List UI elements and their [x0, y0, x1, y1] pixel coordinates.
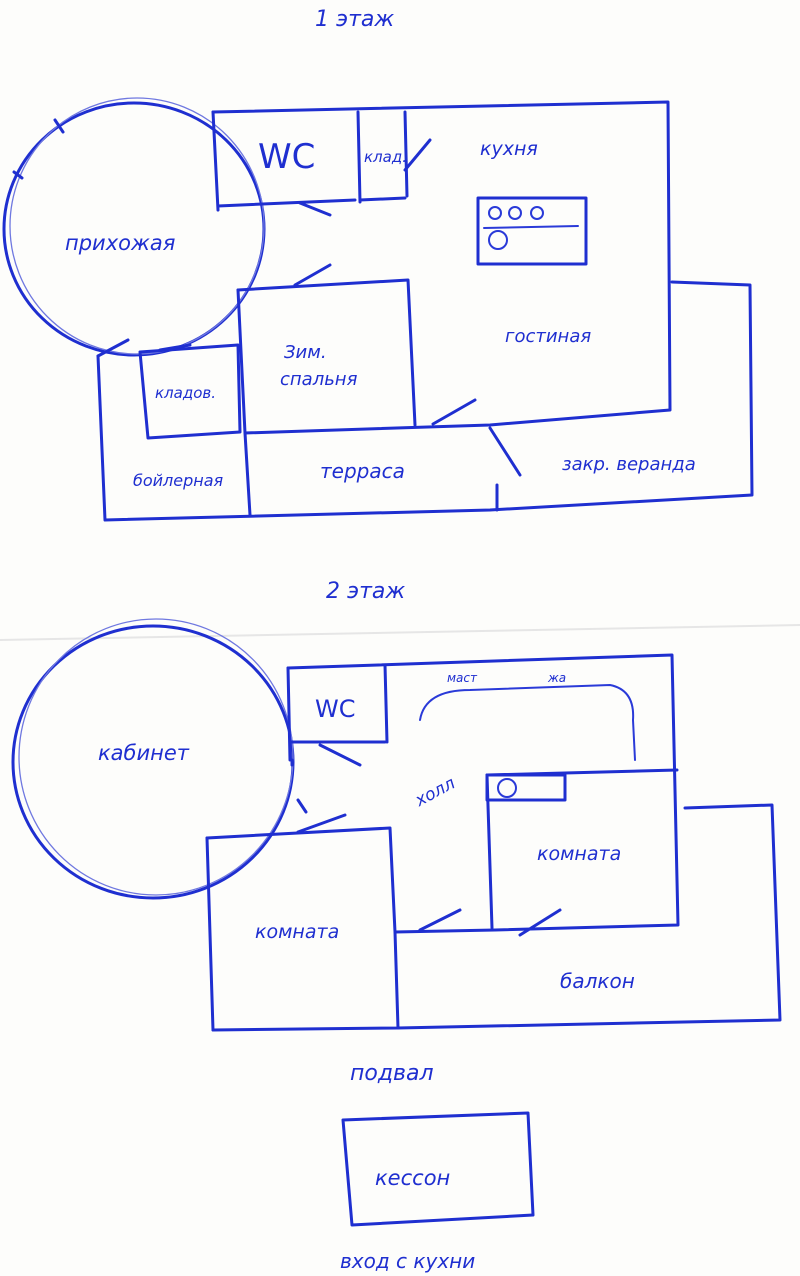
main-block-walls: [211, 100, 672, 435]
left-balcony-door: [418, 908, 462, 932]
caisson-outline: [341, 1111, 535, 1227]
left-room: комната: [205, 813, 462, 1032]
wc-right-wall: [356, 110, 362, 204]
storage-label: кладов.: [155, 384, 216, 402]
pantry-bottom-wall: [358, 196, 407, 202]
winter-bedroom-room: Зим. спальня: [236, 263, 477, 435]
terrace-label: терраса: [320, 459, 405, 483]
right-room-door: [518, 908, 562, 937]
stove-burner-4: [488, 230, 508, 250]
second-floor-plan: 2 этаж кабинет WC маст жа холл: [11, 579, 782, 1032]
paper-fold-line: [0, 624, 800, 641]
left-room-walls: [205, 826, 397, 934]
bedroom-left-wall: [236, 288, 247, 435]
wc-bottom-wall: [216, 198, 357, 208]
wc-left-wall: [211, 110, 220, 212]
storage-walls: [138, 343, 242, 440]
entrance-door-tick-2: [12, 170, 24, 180]
second-wc-label: WC: [315, 695, 356, 723]
left-room-label: комната: [255, 921, 339, 943]
boiler-label: бойлерная: [133, 471, 224, 490]
first-floor-plan: 1 этаж прихожая WC клад. кухня: [2, 7, 754, 522]
stove-burner-3: [530, 206, 544, 220]
first-floor-title: 1 этаж: [315, 7, 394, 32]
upper-left-wall: [286, 666, 292, 762]
second-wc-right: [383, 663, 389, 744]
study-label: кабинет: [98, 741, 190, 765]
entrance-room: прихожая: [2, 97, 266, 358]
storage-room: кладов.: [138, 343, 242, 440]
study-outline-sketch: [18, 618, 294, 896]
pantry-small-room: клад.: [358, 110, 432, 202]
pantry-small-label: клад.: [364, 148, 407, 166]
terrace-veranda-door: [488, 426, 522, 477]
ground-floor-outer-wall: [96, 280, 754, 522]
entrance-label: прихожая: [65, 231, 175, 255]
study-room: кабинет: [11, 618, 308, 900]
veranda-label: закр. веранда: [562, 454, 696, 475]
bedroom-door: [293, 263, 332, 287]
stove-burner-1: [488, 206, 502, 220]
right-room-label: комната: [537, 843, 621, 865]
stairs-label-2: жа: [547, 671, 566, 685]
entrance-door-tick-1: [53, 118, 65, 134]
right-room: комната: [485, 768, 679, 937]
entrance-outline-sketch: [9, 97, 265, 355]
caisson-label: кессон: [375, 1166, 450, 1190]
balcony-label: балкон: [560, 969, 635, 993]
pantry-door: [403, 138, 432, 172]
upper-block-walls: [286, 653, 680, 934]
bedroom-walls: [236, 278, 417, 427]
second-wc-door: [318, 743, 362, 767]
stove-outline: [476, 196, 588, 266]
second-floor-title: 2 этаж: [326, 579, 405, 604]
left-room-left: [205, 836, 215, 1032]
bedroom-label-2: спальня: [280, 369, 358, 390]
basement-note: вход с кухни: [340, 1249, 475, 1273]
basement-title: подвал: [350, 1061, 434, 1086]
stair-landing-outline: [419, 684, 636, 761]
stove-symbol: [476, 196, 588, 266]
left-room-door: [296, 813, 347, 834]
boiler-right-wall: [243, 431, 252, 517]
stairs-label-1: маст: [447, 671, 478, 685]
storage-door: [158, 343, 192, 352]
bedroom-terrace-door: [431, 398, 477, 426]
pantry-right-wall: [403, 110, 409, 198]
entrance-door-swing: [96, 338, 130, 358]
wc-room: WC: [216, 110, 362, 217]
study-door: [296, 798, 308, 814]
wc-label: WC: [258, 137, 315, 177]
right-room-sink: [485, 773, 567, 802]
balcony-walls: [396, 803, 782, 1030]
second-wc-room: WC: [288, 663, 389, 767]
stove-divider: [483, 225, 579, 229]
living-label: гостиная: [505, 326, 591, 347]
right-room-basin: [497, 778, 517, 798]
basement-plan: подвал кессон вход с кухни: [340, 1061, 535, 1273]
kitchen-label: кухня: [480, 138, 538, 160]
bedroom-label-1: Зим.: [284, 342, 327, 363]
stove-burner-2: [508, 206, 522, 220]
wc-door: [298, 201, 332, 217]
